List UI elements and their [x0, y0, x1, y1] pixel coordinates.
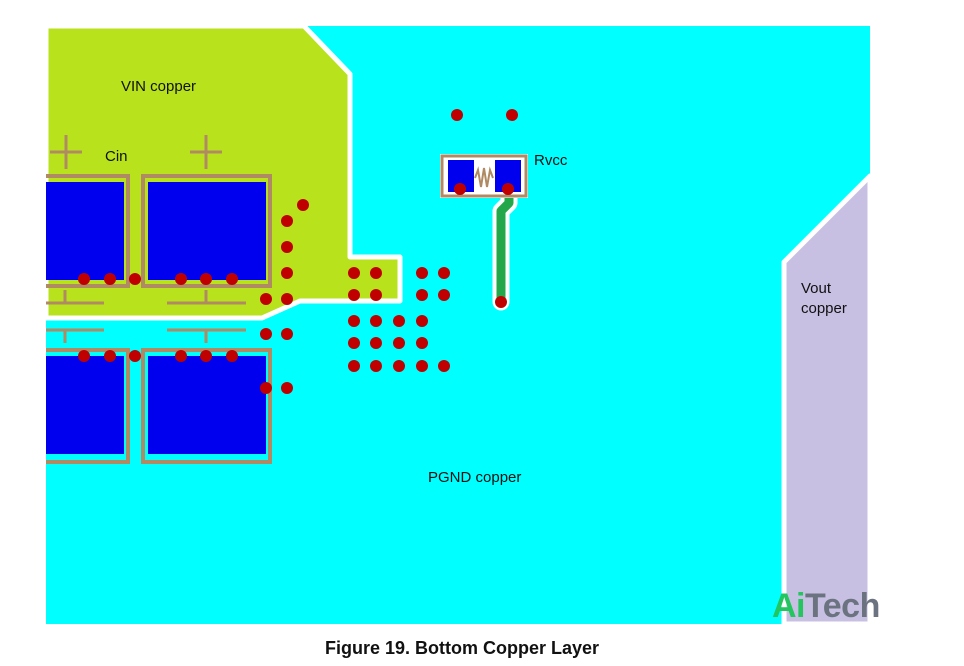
cin-capacitor-bottom-left	[46, 348, 130, 464]
via-hole	[129, 273, 141, 285]
via-hole	[281, 267, 293, 279]
via-field	[78, 109, 518, 394]
via-hole	[281, 328, 293, 340]
via-hole	[175, 350, 187, 362]
via-hole	[348, 267, 360, 279]
via-hole	[260, 328, 272, 340]
polarity-plus-icon	[190, 135, 222, 169]
via-hole	[502, 183, 514, 195]
via-hole	[78, 350, 90, 362]
via-hole	[451, 109, 463, 121]
via-hole	[281, 215, 293, 227]
polarity-minus-icon	[46, 290, 104, 305]
via-hole	[78, 273, 90, 285]
aitech-watermark-logo: AiTech	[772, 586, 880, 626]
watermark-tech-text: Tech	[805, 587, 880, 625]
rvcc-label: Rvcc	[534, 152, 568, 169]
via-hole	[495, 296, 507, 308]
via-hole	[506, 109, 518, 121]
via-hole	[260, 293, 272, 305]
vout-copper-pour	[781, 173, 873, 627]
via-hole	[348, 315, 360, 327]
via-hole	[129, 350, 141, 362]
via-hole	[416, 267, 428, 279]
cin-capacitor-top-left	[46, 174, 130, 288]
vin-copper-pour	[43, 23, 403, 321]
resistor-zigzag-icon	[474, 166, 494, 188]
via-hole	[393, 315, 405, 327]
via-hole	[260, 382, 272, 394]
via-hole	[416, 337, 428, 349]
via-hole	[226, 273, 238, 285]
vout-copper-label-line1: Vout	[801, 280, 832, 297]
via-hole	[370, 360, 382, 372]
via-hole	[348, 289, 360, 301]
via-hole	[370, 267, 382, 279]
via-hole	[348, 360, 360, 372]
rvcc-resistor	[440, 154, 528, 198]
via-hole	[104, 273, 116, 285]
via-hole	[393, 360, 405, 372]
vin-copper-label: VIN copper	[121, 78, 196, 95]
via-hole	[281, 382, 293, 394]
polarity-minus-icon	[167, 290, 246, 305]
polarity-plus-icon	[50, 135, 82, 169]
via-hole	[200, 273, 212, 285]
via-hole	[416, 360, 428, 372]
cin-capacitor-top-right	[141, 174, 272, 288]
polarity-minus-icon	[167, 328, 246, 343]
figure-caption: Figure 19. Bottom Copper Layer	[324, 638, 600, 658]
via-hole	[281, 241, 293, 253]
polarity-minus-icon	[46, 328, 104, 343]
cin-capacitor-bottom-right	[141, 348, 272, 464]
via-hole	[393, 337, 405, 349]
via-hole	[438, 267, 450, 279]
pgnd-copper-label: PGND copper	[428, 469, 521, 486]
via-hole	[416, 289, 428, 301]
via-hole	[438, 289, 450, 301]
via-hole	[370, 337, 382, 349]
via-hole	[104, 350, 116, 362]
via-hole	[297, 199, 309, 211]
via-hole	[370, 289, 382, 301]
via-hole	[281, 293, 293, 305]
via-hole	[370, 315, 382, 327]
vout-copper-label-line2: copper	[801, 300, 847, 317]
via-hole	[200, 350, 212, 362]
via-hole	[454, 183, 466, 195]
via-hole	[348, 337, 360, 349]
via-hole	[416, 315, 428, 327]
cin-label: Cin	[105, 148, 128, 165]
via-hole	[175, 273, 187, 285]
via-hole	[226, 350, 238, 362]
via-hole	[438, 360, 450, 372]
watermark-ai-text: Ai	[772, 587, 806, 625]
